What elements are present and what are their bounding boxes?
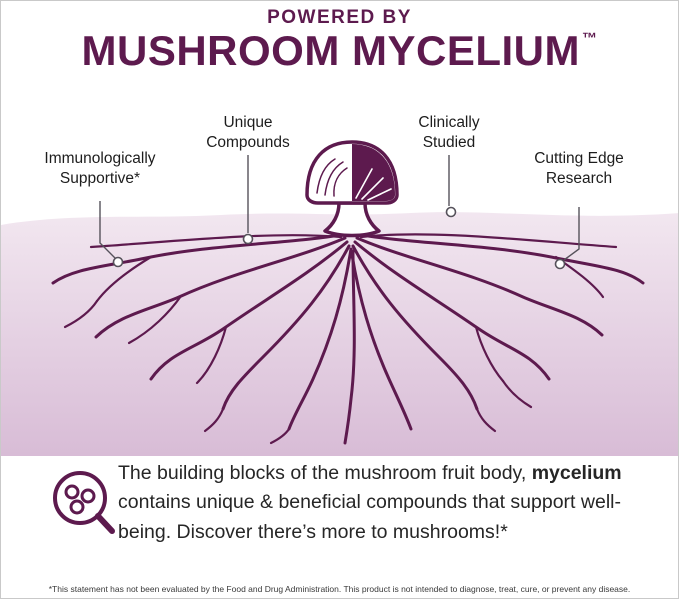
kicker-text: POWERED BY [267,7,412,28]
body-part2: contains unique & beneficial compounds t… [118,491,621,543]
body-part1: The building blocks of the mushroom frui… [118,462,532,484]
callout-label-cutting-edge-research: Cutting Edge Research [534,150,624,187]
magnifier-molecule-icon [53,471,115,534]
title-text: MUSHROOM MYCELIUM [81,27,580,74]
fda-disclaimer: *This statement has not been evaluated b… [48,584,631,594]
root-network [51,232,645,445]
soil-shape [1,212,678,456]
callout-label-clinically-studied: Clinically Studied [418,114,480,151]
mushroom-icon [305,140,399,238]
body-paragraph: The building blocks of the mushroom frui… [118,459,644,547]
callout-label-unique-compounds: Unique Compounds [206,114,290,151]
trademark-symbol: ™ [581,30,598,47]
callout-connectors [99,155,580,270]
callout-label-immunologically-supportive: Immunologically Supportive* [44,150,156,187]
body-highlight: mycelium [531,462,622,484]
